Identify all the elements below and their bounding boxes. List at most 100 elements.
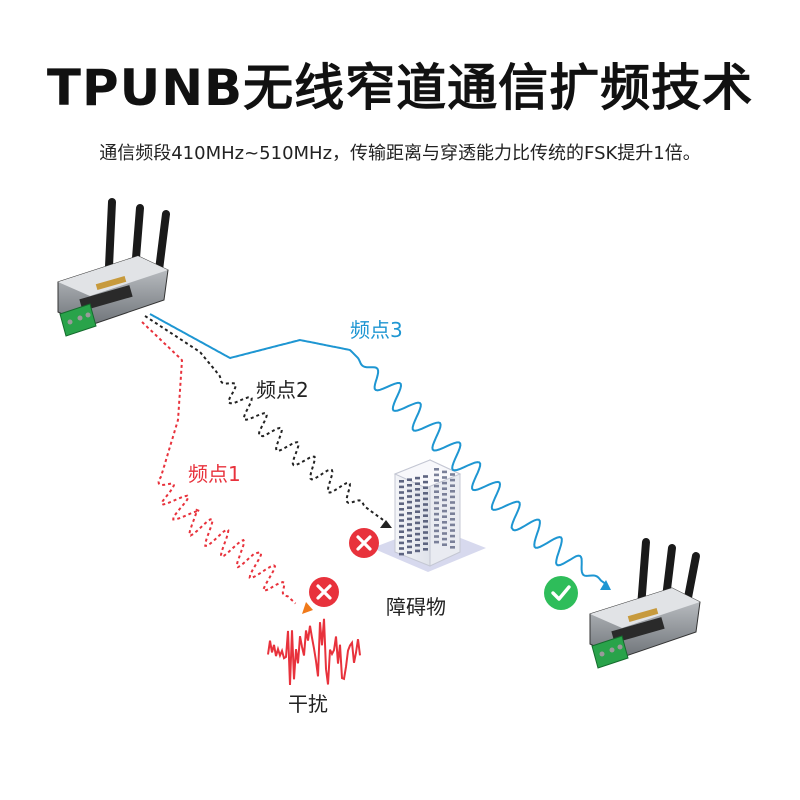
page-subtitle: 通信频段410MHz~510MHz，传输距离与穿透能力比传统的FSK提升1倍。 <box>99 143 701 164</box>
building-window <box>407 512 412 515</box>
building-window <box>442 537 447 541</box>
building-window <box>450 495 455 499</box>
interference-waveform <box>267 618 361 686</box>
building-window <box>423 480 428 484</box>
building-window <box>442 498 447 502</box>
building-window <box>415 549 420 553</box>
building-window <box>399 485 404 489</box>
building-window <box>407 545 412 549</box>
building-window <box>423 508 428 512</box>
label-interference: 干扰 <box>288 692 328 716</box>
building-window <box>423 548 428 551</box>
arrow-head-freq1 <box>302 602 313 614</box>
building-window <box>415 476 420 480</box>
building-window <box>415 527 420 530</box>
building-window <box>415 504 420 508</box>
label-freq2: 频点2 <box>256 378 309 402</box>
wireless-device-transmitter <box>57 198 170 337</box>
building-window <box>407 484 412 487</box>
building-window <box>423 542 428 545</box>
building-window <box>450 473 455 476</box>
building-window <box>434 501 439 505</box>
building-window <box>423 520 428 523</box>
building-window <box>434 507 439 510</box>
building-window <box>407 495 412 498</box>
building-window <box>442 481 447 485</box>
building-window <box>423 531 428 534</box>
building-window <box>450 540 455 543</box>
building-window <box>399 547 404 550</box>
building-window <box>415 538 420 541</box>
building-window <box>434 490 439 493</box>
building-window <box>442 504 447 507</box>
building-window <box>434 535 439 538</box>
building-window <box>415 521 420 525</box>
building-window <box>423 503 428 506</box>
building-window <box>434 484 439 488</box>
building-window <box>407 551 412 554</box>
building-window <box>399 519 404 522</box>
building-window <box>423 514 428 517</box>
building-window <box>407 534 412 537</box>
building-window <box>434 512 439 516</box>
building-window <box>442 470 447 474</box>
building-window <box>399 524 404 528</box>
building-window <box>450 490 455 493</box>
building-window <box>407 523 412 526</box>
building-window <box>407 478 412 481</box>
arrow-head-freq3 <box>600 580 611 590</box>
building-window <box>407 506 412 509</box>
building-window <box>450 484 455 487</box>
building-window <box>434 468 439 471</box>
building-window <box>415 544 420 547</box>
check-icon <box>544 576 578 610</box>
building-window <box>450 534 455 538</box>
building-window <box>442 526 447 530</box>
building-window <box>442 521 447 524</box>
signal-path-freq3 <box>149 313 606 585</box>
building-window <box>434 473 439 477</box>
building-window <box>423 475 428 478</box>
building-window <box>450 506 455 510</box>
building-window <box>450 523 455 527</box>
label-obstacle: 障碍物 <box>386 595 446 619</box>
building-window <box>442 509 447 513</box>
building-window <box>450 529 455 532</box>
building-window <box>450 501 455 504</box>
building-window <box>423 497 428 501</box>
building-window <box>434 479 439 482</box>
cross-icon <box>349 528 379 558</box>
label-freq1: 频点1 <box>188 462 241 486</box>
building-window <box>399 536 404 539</box>
page-title: TPUNB无线窄道通信扩频技术 <box>46 59 754 117</box>
building-window <box>415 482 420 485</box>
building-window <box>442 515 447 518</box>
building-window <box>450 512 455 515</box>
building-window <box>415 499 420 502</box>
building-window <box>399 496 404 500</box>
building-window <box>399 541 404 545</box>
building-window <box>407 540 412 543</box>
building-window <box>450 478 455 482</box>
building-window <box>415 532 420 536</box>
building-window <box>415 488 420 491</box>
building-window <box>442 476 447 479</box>
wireless-device-receiver <box>589 538 701 669</box>
building-window <box>399 491 404 494</box>
building-window <box>434 540 439 544</box>
cross-icon <box>309 577 339 607</box>
building-window <box>423 536 428 540</box>
building-window <box>442 532 447 535</box>
building-window <box>423 525 428 529</box>
building-window <box>423 486 428 489</box>
building-window <box>407 528 412 532</box>
building-window <box>399 502 404 505</box>
building-window <box>415 516 420 519</box>
building-window <box>442 543 447 546</box>
building-window <box>442 487 447 490</box>
building-window <box>450 546 455 549</box>
building-window <box>450 518 455 521</box>
building-window <box>399 508 404 511</box>
signal-path-freq1 <box>141 321 297 605</box>
